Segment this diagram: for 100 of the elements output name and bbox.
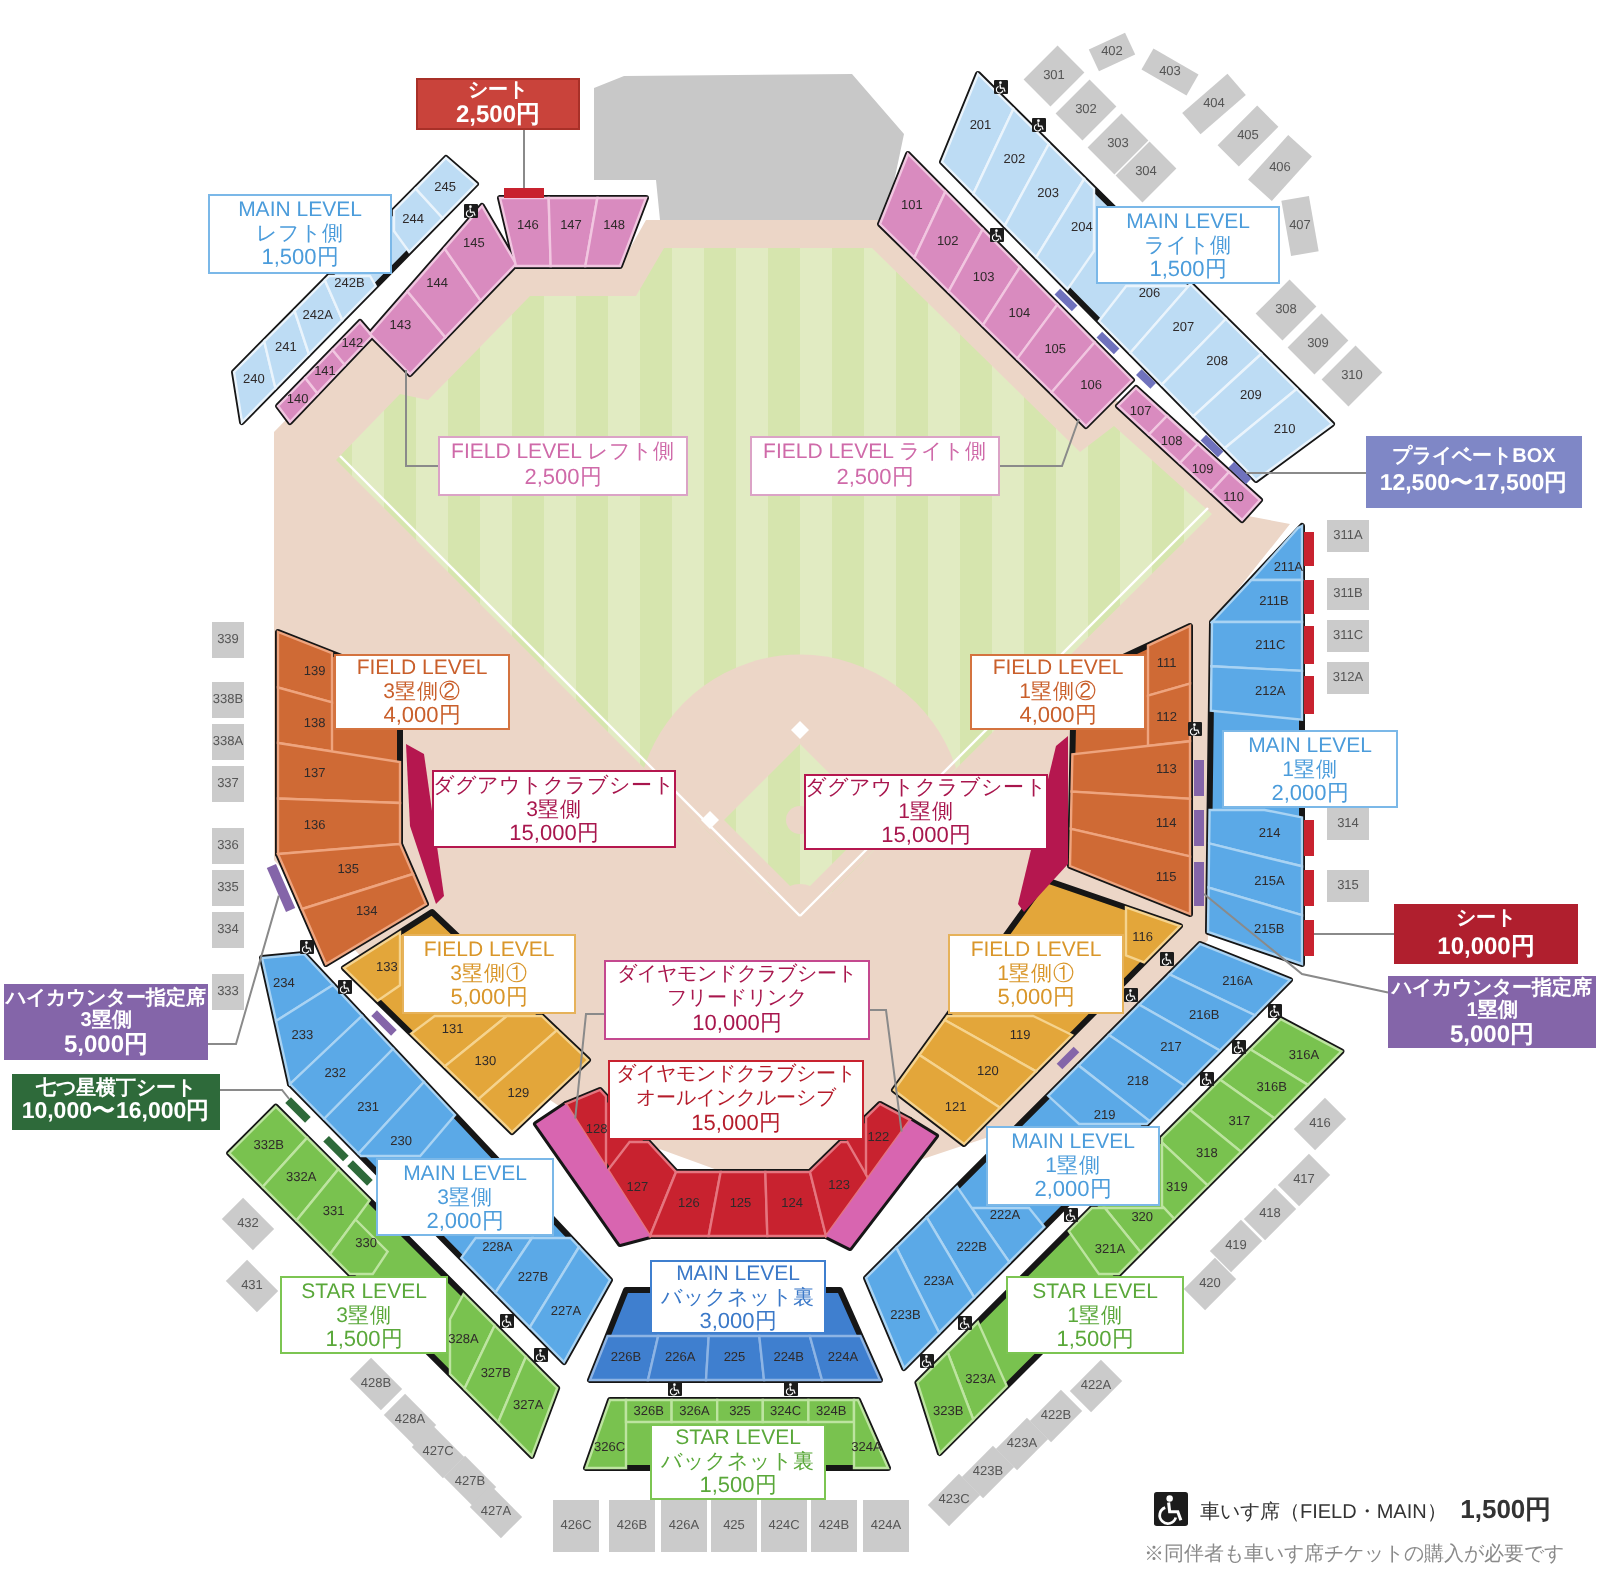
seat-section xyxy=(322,1046,426,1156)
seat-section xyxy=(606,1498,658,1554)
callout-text: FIELD LEVEL ライト側 xyxy=(763,440,987,466)
seat-section xyxy=(1180,1254,1240,1314)
seat-section xyxy=(1208,620,1304,674)
callout-text: 4,000円 xyxy=(1019,704,1097,728)
price-callout xyxy=(970,654,1146,730)
seat-section xyxy=(648,1170,724,1238)
callout-text: FIELD LEVEL レフト側 xyxy=(451,440,675,466)
seat-bar xyxy=(1302,868,1316,908)
price-callout xyxy=(986,1126,1160,1206)
seat-section xyxy=(210,680,246,720)
callout-text: 3塁側 xyxy=(80,1009,132,1031)
callout-text: 1塁側 xyxy=(1045,1154,1101,1178)
price-callout xyxy=(650,1260,826,1334)
seat-section xyxy=(1034,176,1096,292)
seat-bar xyxy=(502,186,546,200)
seat-section xyxy=(852,1398,890,1470)
callout-text: MAIN LEVEL xyxy=(1126,209,1250,233)
seat-section xyxy=(1324,660,1372,696)
price-callout xyxy=(1006,1276,1184,1354)
seat-section xyxy=(1206,1216,1266,1276)
seat-section xyxy=(1086,30,1138,74)
seat-section xyxy=(808,1140,870,1238)
seat-bar xyxy=(1192,860,1206,908)
callout-text: ハイカウンター指定席 xyxy=(6,987,206,1009)
seat-section xyxy=(210,910,246,950)
seat-section xyxy=(1158,316,1264,420)
price-callout xyxy=(650,1424,826,1500)
seat-section xyxy=(668,1398,720,1424)
seat-section xyxy=(916,1018,1038,1110)
seat-section xyxy=(860,1498,912,1554)
price-callout xyxy=(402,934,576,1014)
seat-bar xyxy=(1226,458,1254,488)
callout-text: 1,500円 xyxy=(1149,257,1227,281)
seat-section xyxy=(806,1334,882,1382)
callout-text: レフト側 xyxy=(256,222,344,246)
seat-section xyxy=(1240,1184,1300,1244)
seat-section xyxy=(1210,578,1304,624)
seat-bar xyxy=(1198,432,1226,460)
seat-section xyxy=(760,1398,812,1424)
seat-section xyxy=(1290,1094,1350,1154)
seat-section xyxy=(1128,282,1228,388)
callout-text: 10,000〜16,000円 xyxy=(21,1100,211,1126)
price-callout xyxy=(432,770,676,848)
seat-section xyxy=(942,1014,1074,1074)
callout-text: MAIN LEVEL xyxy=(1248,733,1372,757)
callout-text: 1,500円 xyxy=(699,1474,777,1498)
seat-section xyxy=(1206,884,1304,966)
callout-text: ダイヤモンドクラブシート xyxy=(616,1064,856,1087)
callout-text: 3塁側 xyxy=(437,1185,493,1209)
seat-bar xyxy=(534,1102,652,1246)
callout-text: ライト側 xyxy=(1144,233,1232,257)
seat-section xyxy=(708,1498,760,1554)
leader-line xyxy=(219,1089,291,1100)
seat-bar xyxy=(1192,758,1206,798)
price-callout xyxy=(438,436,688,496)
callout-text: 15,000円 xyxy=(691,1112,781,1136)
callout-text: 1,500円 xyxy=(325,1327,403,1351)
seat-section xyxy=(1048,340,1134,428)
seat-section xyxy=(442,1014,560,1102)
callout-text: 2,500円 xyxy=(455,102,541,128)
callout-text: MAIN LEVEL xyxy=(1011,1130,1135,1154)
seat-section xyxy=(210,722,246,762)
callout-text: FIELD LEVEL xyxy=(356,656,488,680)
seat-section xyxy=(1076,1032,1188,1124)
seat-section xyxy=(1274,1150,1334,1210)
seat-section xyxy=(210,620,246,660)
price-callout xyxy=(804,774,1048,850)
price-callout xyxy=(416,78,580,130)
callout-text: 15,000円 xyxy=(509,821,599,845)
callout-text: 2,500円 xyxy=(524,466,602,492)
callout-text: 5,000円 xyxy=(1449,1021,1535,1047)
seat-section xyxy=(808,1498,860,1554)
callout-text: STAR LEVEL xyxy=(1032,1279,1158,1303)
seat-bar xyxy=(1302,530,1316,568)
seat-section xyxy=(584,1398,628,1470)
callout-text: 4,000円 xyxy=(383,704,461,728)
price-callout xyxy=(1366,436,1582,508)
seat-section xyxy=(276,842,416,912)
callout-text: シート xyxy=(468,80,528,102)
callout-text: 1塁側 xyxy=(1067,1303,1123,1327)
seat-section xyxy=(1208,664,1304,722)
seat-bar xyxy=(824,1118,938,1250)
callout-text: 1塁側 xyxy=(1282,757,1338,781)
callout-text: 12,500〜17,500円 xyxy=(1379,470,1569,498)
price-callout xyxy=(604,960,870,1040)
seat-bar xyxy=(1302,918,1316,958)
callout-text: 5,000円 xyxy=(450,986,528,1010)
callout-text: 2,500円 xyxy=(836,466,914,492)
seat-section xyxy=(1068,826,1192,916)
callout-text: 10,000円 xyxy=(1437,932,1535,960)
seat-section xyxy=(1222,386,1334,482)
callout-text: 1塁側① xyxy=(997,962,1075,986)
callout-text: 1,500円 xyxy=(1056,1327,1134,1351)
seat-section xyxy=(1106,1002,1222,1088)
callout-text: 5,000円 xyxy=(997,986,1075,1010)
seat-section xyxy=(550,1498,602,1554)
callout-text: FIELD LEVEL xyxy=(970,938,1102,962)
price-callout xyxy=(1222,730,1398,808)
